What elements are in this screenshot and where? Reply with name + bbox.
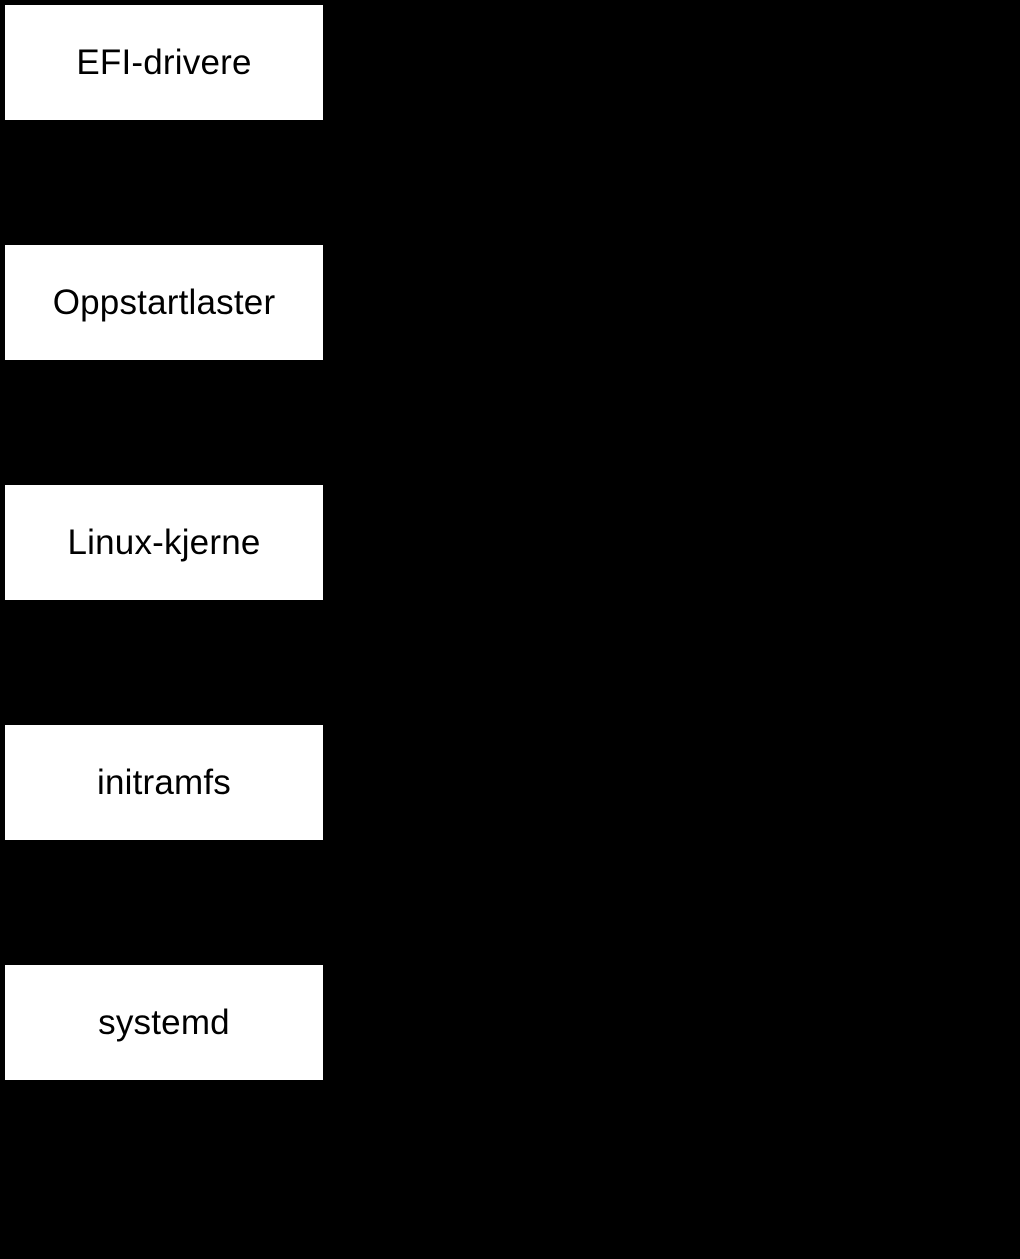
node-initramfs: initramfs	[5, 725, 323, 840]
node-initramfs-label: initramfs	[96, 763, 232, 802]
node-efi-drivere: EFI-drivere	[5, 5, 323, 120]
node-linux-kjerne: Linux-kjerne	[5, 485, 323, 600]
node-oppstartlaster-label: Oppstartlaster	[52, 283, 276, 322]
node-systemd: systemd	[5, 965, 323, 1080]
node-systemd-label: systemd	[98, 1003, 230, 1042]
node-efi-drivere-label: EFI-drivere	[76, 43, 252, 82]
node-oppstartlaster: Oppstartlaster	[5, 245, 323, 360]
node-linux-kjerne-label: Linux-kjerne	[67, 523, 261, 562]
